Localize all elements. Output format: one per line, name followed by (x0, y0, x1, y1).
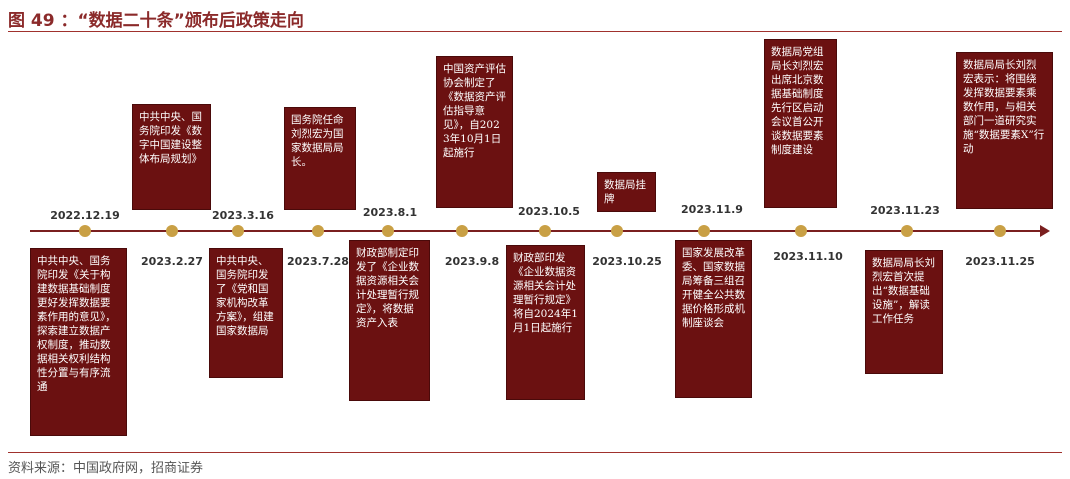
event-date: 2023.11.23 (870, 204, 940, 217)
event-date: 2023.8.1 (362, 206, 418, 219)
event-date: 2023.10.25 (592, 255, 662, 268)
timeline-dot (456, 225, 468, 237)
event-box: 国家发展改革委、国家数据局筹备三组召开健全公共数据价格形成机制座谈会 (675, 240, 752, 398)
event-box: 中共中央、国务院印发《关于构建数据基础制度更好发挥数据要素作用的意见》，探索建立… (30, 248, 127, 436)
timeline-dot (382, 225, 394, 237)
event-date: 2023.3.16 (212, 209, 274, 222)
timeline-dot (795, 225, 807, 237)
event-date: 2023.9.8 (444, 255, 500, 268)
event-date: 2022.12.19 (50, 209, 120, 222)
timeline-dot (166, 225, 178, 237)
event-date: 2023.2.27 (141, 255, 203, 268)
event-box: 数据局党组局长刘烈宏出席北京数据基础制度先行区启动会议首公开谈数据要素制度建设 (764, 39, 837, 208)
timeline-dot (994, 225, 1006, 237)
event-box: 中共中央、国务院印发《数字中国建设整体布局规划》 (132, 104, 211, 210)
event-date: 2023.11.9 (681, 203, 743, 216)
event-box: 数据局局长刘烈宏表示：将围绕发挥数据要素乘数作用，与相关部门一道研究实施“数据要… (956, 52, 1053, 209)
event-box: 财政部制定印发了《企业数据资源相关会计处理暂行规定》，将数据资产入表 (349, 240, 430, 401)
figure-title: 图 49 ：“数据二十条”颁布后政策走向 (8, 11, 304, 31)
title-divider (8, 31, 1062, 32)
event-box: 数据局局长刘烈宏首次提出“数据基础设施”，解读工作任务 (865, 250, 943, 374)
timeline-dot (312, 225, 324, 237)
timeline-dot (698, 225, 710, 237)
event-date: 2023.10.5 (518, 205, 580, 218)
event-box: 数据局挂牌 (597, 172, 656, 212)
source-note: 资料来源：中国政府网，招商证券 (8, 461, 204, 476)
event-date: 2023.11.10 (773, 250, 843, 263)
timeline-dot (901, 225, 913, 237)
timeline-dot (232, 225, 244, 237)
timeline-dot (79, 225, 91, 237)
timeline-dot (611, 225, 623, 237)
event-box: 国务院任命刘烈宏为国家数据局局长。 (284, 107, 356, 210)
timeline-arrow-icon (1040, 225, 1050, 237)
event-date: 2023.11.25 (965, 255, 1035, 268)
event-date: 2023.7.28 (287, 255, 349, 268)
timeline-dot (539, 225, 551, 237)
event-box: 财政部印发《企业数据资源相关会计处理暂行规定》 将自2024年1月1日起施行 (506, 245, 585, 400)
event-box: 中共中央、国务院印发了《党和国家机构改革方案》，组建国家数据局 (209, 248, 283, 378)
timeline-axis (30, 230, 1040, 232)
source-divider (8, 452, 1062, 453)
event-box: 中国资产评估协会制定了《数据资产评估指导意见》，自2023年10月1日起施行 (436, 56, 513, 208)
